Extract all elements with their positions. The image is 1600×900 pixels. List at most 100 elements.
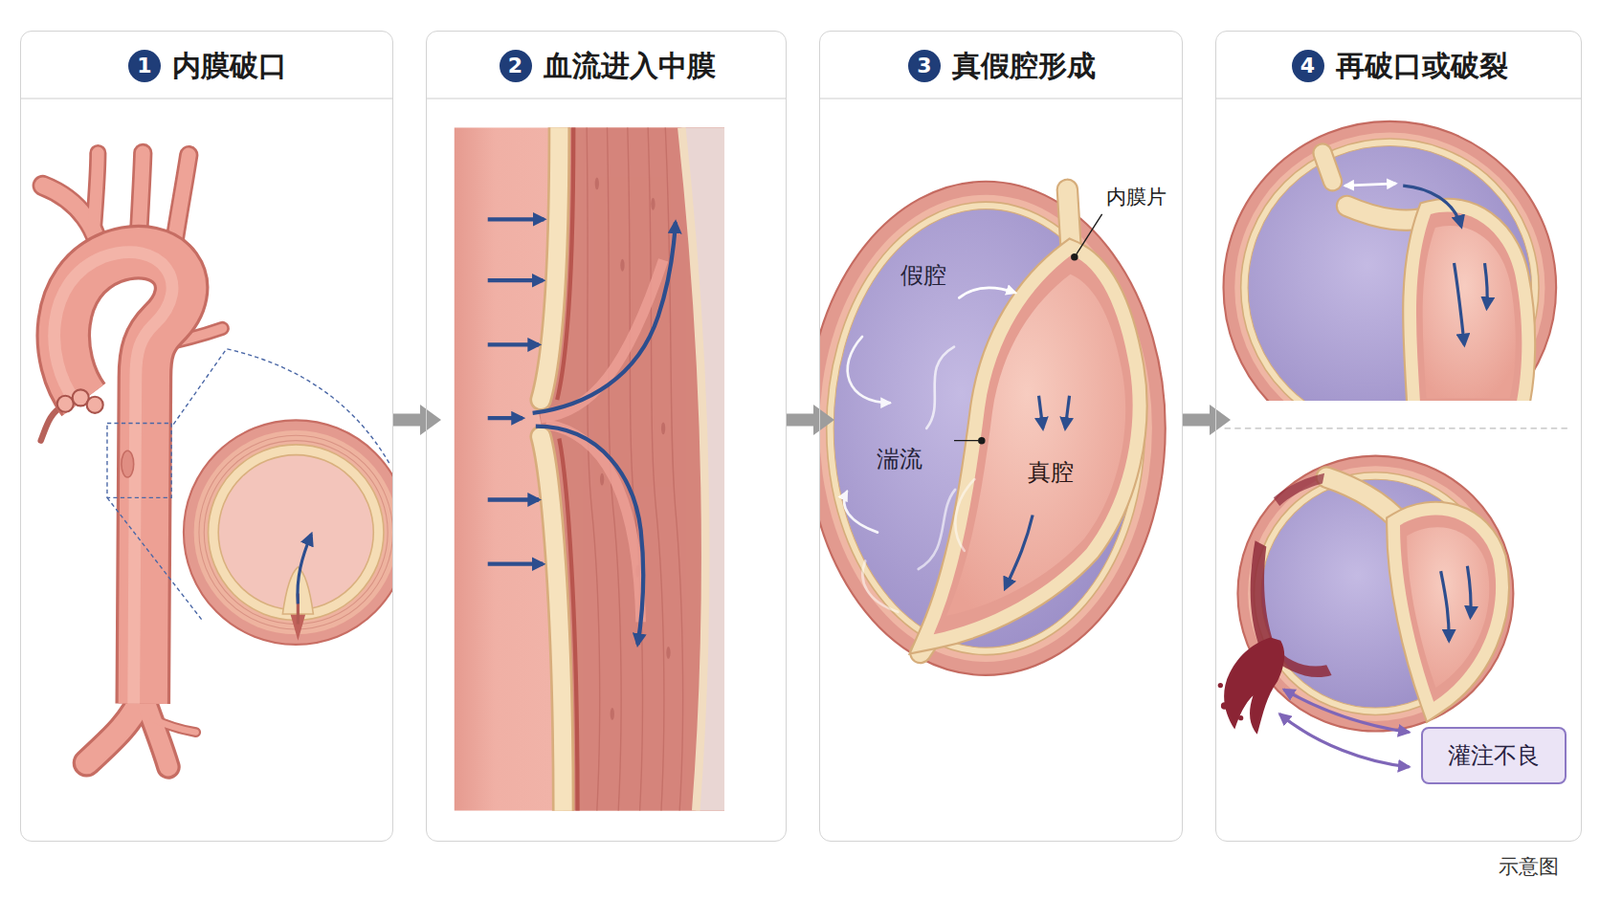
rupture-bleed bbox=[1238, 715, 1244, 721]
intimal-flap bbox=[1322, 153, 1334, 182]
step-number: 3 bbox=[908, 49, 941, 83]
divider-line bbox=[1224, 427, 1573, 429]
rupture-cross-section bbox=[1247, 466, 1504, 722]
media-cell bbox=[666, 646, 670, 660]
inset-cross-section bbox=[183, 420, 394, 645]
stage-panel: 1 内膜破口 bbox=[20, 30, 394, 843]
malperfusion-arrow bbox=[1283, 689, 1409, 734]
inset-cross-section bbox=[183, 420, 394, 645]
step-number: 2 bbox=[499, 49, 533, 83]
step-number: 1 bbox=[128, 49, 161, 83]
media-fiber bbox=[586, 127, 600, 811]
flow-arrow bbox=[1441, 571, 1450, 642]
step-arrow bbox=[786, 414, 820, 427]
reentry-flow bbox=[1344, 183, 1396, 186]
rupture-cross-section bbox=[1237, 456, 1513, 733]
annotation-label: 真腔 bbox=[1027, 460, 1074, 486]
aortic-branch bbox=[41, 153, 223, 768]
aorta-figure bbox=[41, 153, 394, 768]
leader-line bbox=[977, 437, 985, 445]
wall-section bbox=[538, 127, 725, 811]
aortic-valve bbox=[57, 389, 104, 414]
inset-cross-section bbox=[194, 430, 394, 635]
aortic-branch bbox=[142, 693, 169, 768]
step-number: 4 bbox=[1291, 49, 1325, 83]
turbulence-swirl bbox=[844, 491, 878, 534]
rupture-bleed bbox=[1223, 637, 1285, 734]
aortic-branch bbox=[87, 693, 144, 764]
rupture-cross-section bbox=[1218, 456, 1514, 768]
zoom-indicator bbox=[107, 423, 172, 499]
true-lumen bbox=[1422, 225, 1516, 399]
malperfusion-arrow bbox=[1279, 713, 1409, 767]
flow-arrow bbox=[533, 222, 676, 413]
flow-arrow bbox=[488, 562, 544, 567]
leader-line bbox=[954, 214, 1103, 445]
annotation-label: 湍流 bbox=[876, 446, 923, 472]
inset-cross-section bbox=[208, 444, 384, 621]
flow-arrow bbox=[1454, 263, 1466, 345]
aortic-valve bbox=[87, 397, 104, 414]
flow-arrow bbox=[1402, 185, 1462, 227]
flow-arrow bbox=[488, 342, 539, 347]
flow-arrow bbox=[488, 497, 539, 502]
flow-arrow bbox=[1402, 185, 1488, 345]
true-lumen bbox=[1406, 527, 1489, 689]
step-badge: 2 bbox=[499, 49, 533, 83]
annotation-label: 假腔 bbox=[900, 263, 947, 289]
annotation-label: 内膜片 bbox=[1106, 186, 1167, 209]
reentry-cross-section bbox=[1223, 121, 1557, 401]
wall-section bbox=[681, 127, 706, 811]
true-lumen bbox=[1416, 212, 1522, 401]
step-badge: 4 bbox=[1291, 49, 1325, 83]
annotation-label: 示意图 bbox=[1498, 856, 1559, 879]
inset-cross-section bbox=[297, 534, 312, 605]
header-separator bbox=[1216, 97, 1581, 100]
true-lumen bbox=[933, 255, 1134, 636]
turbulence-swirl bbox=[918, 489, 956, 570]
intima-layer bbox=[540, 436, 563, 811]
media-cell bbox=[610, 708, 615, 721]
inset-cross-section bbox=[199, 435, 394, 630]
step-arrow bbox=[1182, 414, 1216, 427]
media-cell bbox=[661, 422, 666, 435]
media-cell bbox=[600, 473, 604, 487]
stage-panel: 3真假腔形成 bbox=[819, 30, 1183, 843]
header-separator bbox=[820, 97, 1182, 100]
flow-arrow bbox=[1485, 263, 1489, 309]
intima-layer bbox=[540, 436, 563, 811]
step-badge: 3 bbox=[908, 49, 941, 83]
true-lumen bbox=[933, 255, 1134, 636]
panel-title: 内膜破口 bbox=[172, 48, 288, 84]
rupture-cross-section bbox=[1254, 472, 1498, 716]
reentry-cross-section bbox=[1247, 145, 1532, 401]
step-arrow bbox=[393, 414, 426, 427]
dissection-cross-section bbox=[833, 209, 1138, 649]
intimal-flap bbox=[1322, 153, 1334, 182]
true-lumen bbox=[946, 274, 1126, 617]
aortic-branch bbox=[87, 693, 144, 764]
flow-arrow bbox=[488, 219, 676, 645]
zoom-indicator bbox=[107, 349, 390, 622]
turbulence-swirl bbox=[862, 560, 898, 612]
flow-arrow bbox=[1466, 566, 1471, 618]
stage-panel: 2血流进入中膜 bbox=[425, 30, 787, 843]
wall-section bbox=[454, 127, 726, 811]
true-lumen bbox=[933, 255, 1134, 636]
intima-layer bbox=[540, 127, 559, 400]
header-separator bbox=[21, 97, 393, 100]
leader-line bbox=[1070, 253, 1078, 261]
true-lumen bbox=[1400, 515, 1496, 703]
aorta-body bbox=[54, 252, 182, 705]
illustration-scale bbox=[41, 121, 1572, 812]
panel-title: 再破口或破裂 bbox=[1335, 48, 1509, 84]
flow-arrow bbox=[488, 278, 544, 283]
wall-section bbox=[681, 127, 725, 811]
outcome-box: 灌注不良 bbox=[1421, 727, 1567, 785]
leader-line bbox=[1076, 214, 1103, 255]
turbulence-swirl bbox=[844, 288, 1016, 613]
box-label: 灌注不良 bbox=[1447, 740, 1540, 772]
